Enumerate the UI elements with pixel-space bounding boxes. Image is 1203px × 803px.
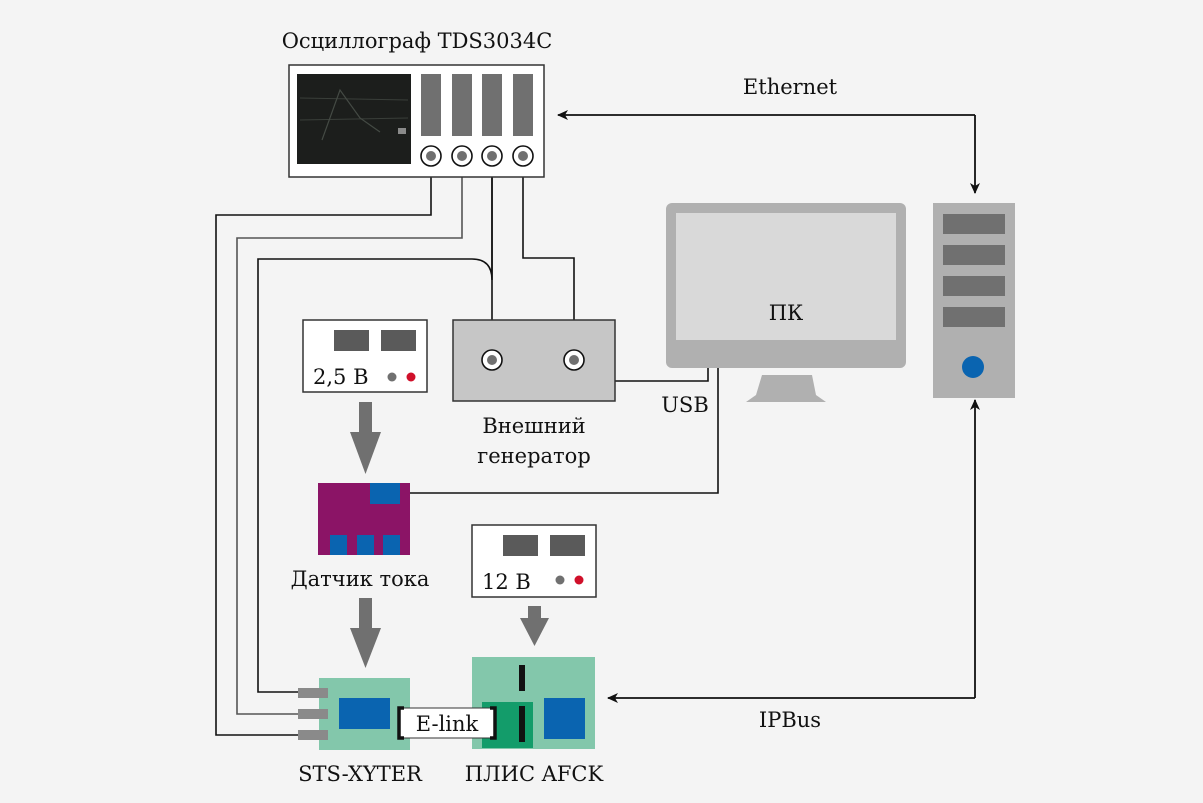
psu-display-2 [381,330,416,351]
indicator-red-icon [406,372,416,382]
monitor-stand [746,375,826,402]
power-arrow-3 [520,606,549,646]
elink-connector: E-link [397,706,497,740]
psu-display-1 [334,330,369,351]
psu-2v5-label: 2,5 В [313,365,369,389]
indicator-red-icon [574,575,584,585]
power-arrow-2 [350,598,381,668]
pc-tower [933,203,1015,398]
fpga-label: ПЛИС AFCK [465,762,604,786]
current-sensor [318,483,410,555]
pc-screen [676,213,896,340]
drive-bay-4 [943,307,1005,327]
pc-monitor: ПК [666,203,906,402]
oscilloscope-button-3 [482,74,502,136]
drive-bay-3 [943,276,1005,296]
oscilloscope-button-2 [452,74,472,136]
oscilloscope [288,64,545,178]
oscilloscope-label: Осциллограф TDS3034C [282,29,553,53]
psu-12v-label: 12 В [482,570,531,594]
elink-label: E-link [416,712,479,736]
external-generator [452,319,616,402]
ipbus-label: IPBus [759,708,821,732]
drive-bay-1 [943,214,1005,234]
indicator-gray-icon [555,575,565,585]
power-supply-12v: 12 В [471,524,597,598]
oscilloscope-ports [420,145,534,167]
wire-ch2-to-sts [236,158,463,715]
fpga-chip [544,698,585,739]
sts-xyter-label: STS-XYTER [298,762,423,786]
wire-ch4-to-generator [522,158,575,360]
wire-ch1-to-sts [215,158,432,736]
usb-wire-generator [615,368,709,382]
generator-label-2: генератор [477,444,591,468]
indicator-gray-icon [387,372,397,382]
generator-label-1: Внешний [482,414,585,438]
pc-label: ПК [769,301,804,325]
asic-chip [339,698,390,729]
sts-xyter-board [298,678,410,750]
oscilloscope-wires [215,158,575,736]
ethernet-label: Ethernet [743,75,838,99]
power-button-icon [962,356,984,378]
power-supply-2v5: 2,5 В [302,319,428,393]
current-sensor-label: Датчик тока [291,567,430,591]
power-arrow-1 [350,402,381,474]
drive-bay-2 [943,245,1005,265]
usb-wire-sensor [410,368,719,494]
oscilloscope-button-4 [513,74,533,136]
oscilloscope-button-1 [421,74,441,136]
usb-label: USB [661,393,709,417]
